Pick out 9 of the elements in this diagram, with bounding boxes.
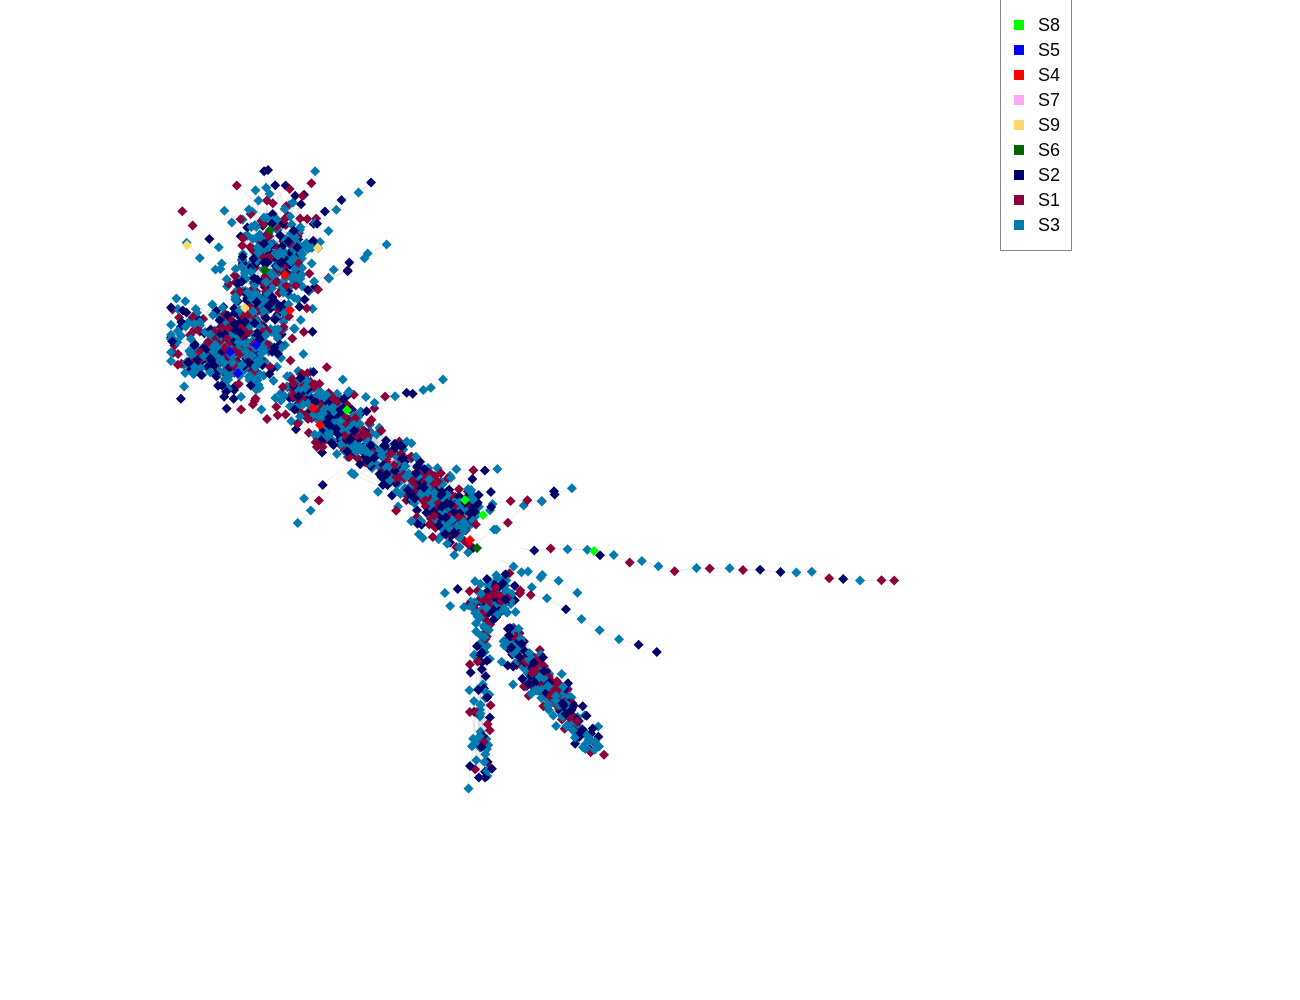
legend-label: S6 (1038, 141, 1061, 159)
legend-label: S9 (1038, 116, 1061, 134)
legend-label: S1 (1038, 191, 1061, 209)
legend-label: S3 (1038, 216, 1061, 234)
legend-label: S4 (1038, 66, 1061, 84)
legend-label: S8 (1038, 16, 1061, 34)
legend-label: S2 (1038, 166, 1061, 184)
legend-label: S5 (1038, 41, 1061, 59)
legend-label: S7 (1038, 91, 1061, 109)
